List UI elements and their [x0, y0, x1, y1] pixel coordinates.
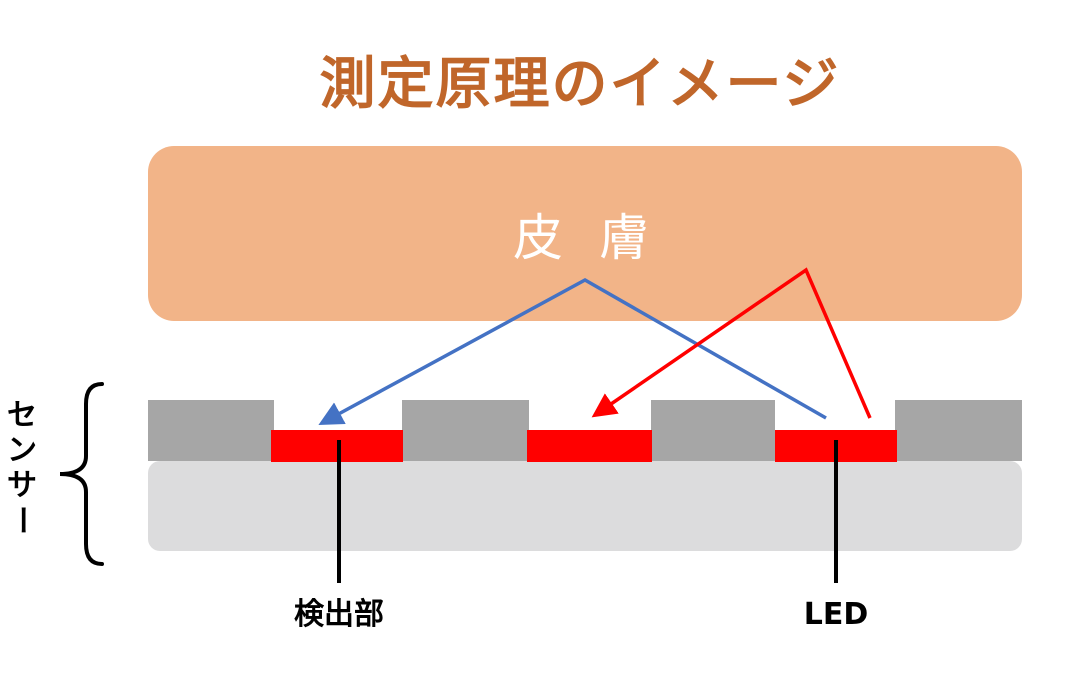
sensor-block: [402, 400, 529, 461]
sensor-label-char: サ: [7, 468, 37, 503]
detector-element: [527, 430, 652, 462]
sensor-label-char: ン: [7, 433, 37, 468]
sensor-block: [148, 400, 274, 461]
red-light-path: [591, 267, 872, 419]
sensor-block: [651, 400, 775, 461]
skin-label: 皮 膚: [513, 209, 659, 267]
sensor-label-char: セ: [7, 398, 37, 433]
diagram-title: 測定原理のイメージ: [320, 52, 841, 117]
blue-light-path: [318, 277, 827, 425]
skin-layer: [148, 146, 1022, 321]
sensor-base: [148, 461, 1022, 551]
led-label: LED: [804, 597, 869, 632]
sensor-block: [895, 400, 1022, 461]
sensor-label-char: ー: [4, 505, 39, 535]
sensor-brace: [59, 382, 104, 566]
detector-label: 検出部: [294, 597, 384, 632]
